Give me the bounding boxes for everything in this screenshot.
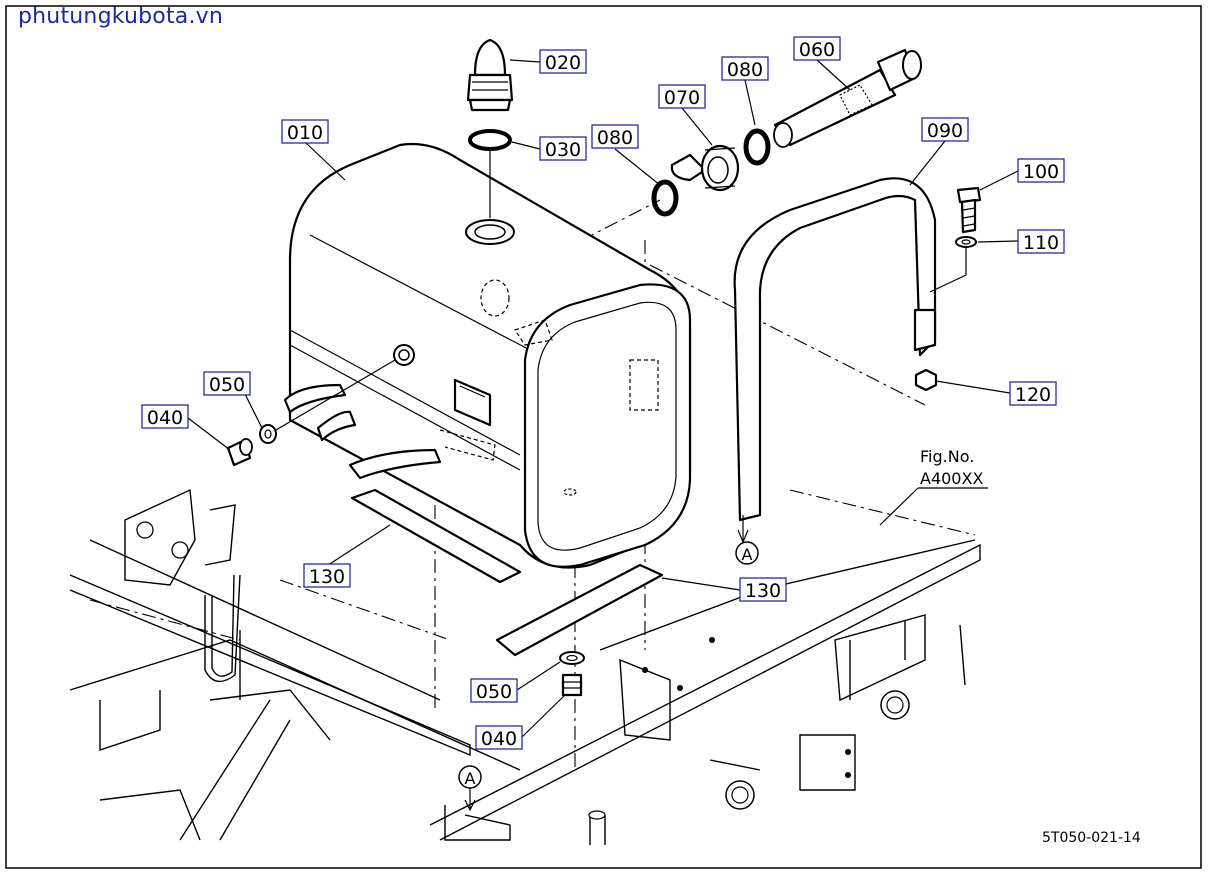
callout-010: 010 <box>281 119 329 144</box>
svg-text:030: 030 <box>545 139 581 161</box>
callout-020: 020 <box>539 49 587 74</box>
callout-080-right: 080 <box>721 56 769 81</box>
section-marker-top: A <box>735 541 759 565</box>
callout-080-left: 080 <box>591 124 639 149</box>
callout-040-bottom: 040 <box>475 725 523 750</box>
svg-text:130: 130 <box>309 566 345 588</box>
svg-text:110: 110 <box>1023 232 1059 254</box>
svg-text:080: 080 <box>727 59 763 81</box>
callout-070: 070 <box>658 84 706 109</box>
callout-090: 090 <box>921 117 969 142</box>
diagram-code: 5T050-021-14 <box>1042 830 1141 846</box>
svg-text:090: 090 <box>927 120 963 142</box>
tank-strap-090 <box>733 177 937 544</box>
washer-110 <box>929 236 977 293</box>
leader-lines <box>187 59 1019 738</box>
callout-130-left: 130 <box>303 563 351 588</box>
fuel-tank <box>283 142 692 569</box>
chassis-frame <box>69 488 981 845</box>
callout-100: 100 <box>1017 158 1065 183</box>
svg-text:130: 130 <box>745 580 781 602</box>
svg-text:050: 050 <box>209 374 245 396</box>
callout-130-right: 130 <box>739 577 787 602</box>
svg-text:120: 120 <box>1015 384 1051 406</box>
svg-text:A400XX: A400XX <box>920 469 983 488</box>
pad-130-left <box>350 488 522 584</box>
o-ring-030 <box>468 129 512 151</box>
svg-text:A: A <box>742 545 753 564</box>
filler-cap <box>466 38 514 112</box>
svg-text:A: A <box>465 769 476 788</box>
callout-050-bottom: 050 <box>470 678 518 703</box>
svg-text:040: 040 <box>147 407 183 429</box>
section-marker-bottom: A <box>458 765 482 812</box>
svg-text:010: 010 <box>287 122 323 144</box>
callout-030: 030 <box>539 136 587 161</box>
svg-text:020: 020 <box>545 52 581 74</box>
svg-text:040: 040 <box>481 728 517 750</box>
gasket-080-right <box>743 128 771 166</box>
svg-text:Fig.No.: Fig.No. <box>920 447 974 466</box>
svg-text:080: 080 <box>597 127 633 149</box>
callout-060: 060 <box>793 36 841 61</box>
svg-text:060: 060 <box>799 39 835 61</box>
diagram-border <box>5 5 1202 869</box>
callout-110: 110 <box>1017 229 1065 254</box>
bolt-100 <box>956 186 982 234</box>
gasket-080-left <box>651 179 679 217</box>
figure-reference: Fig.No. A400XX <box>879 447 988 526</box>
svg-text:050: 050 <box>476 681 512 703</box>
pad-130-right <box>495 563 664 657</box>
callout-120: 120 <box>1009 381 1057 406</box>
callout-040-left: 040 <box>141 404 189 429</box>
strainer-060 <box>773 48 922 148</box>
svg-text:070: 070 <box>664 87 700 109</box>
adapter-070 <box>670 144 740 192</box>
drain-plug-bottom <box>559 651 585 697</box>
drain-plug-left <box>226 359 396 467</box>
callout-050-left: 050 <box>203 371 251 396</box>
svg-text:100: 100 <box>1023 161 1059 183</box>
nut-120 <box>914 368 938 392</box>
site-watermark: phutungkubota.vn <box>18 4 224 29</box>
